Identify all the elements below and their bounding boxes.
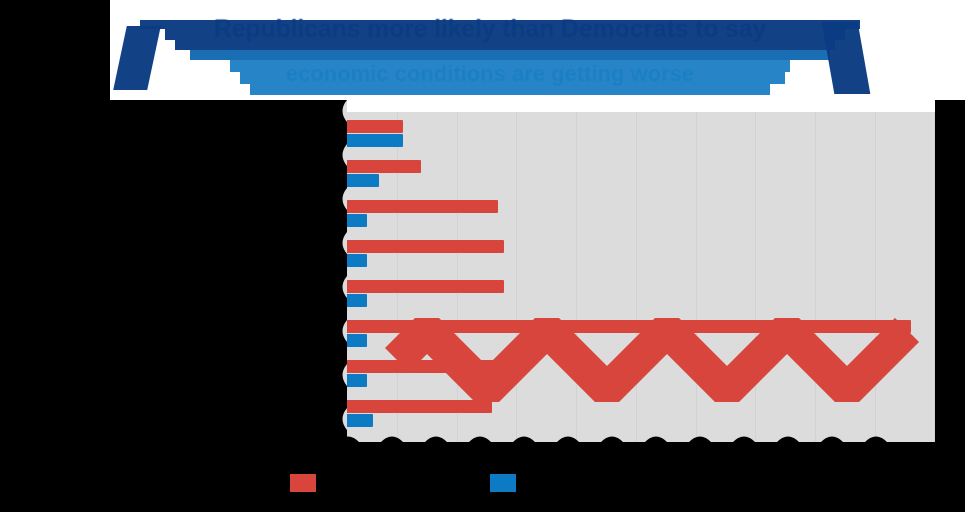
bar-red-3 — [337, 200, 499, 213]
bar-blue-5 — [337, 294, 367, 307]
gridline-70 — [755, 112, 756, 442]
gridline-50 — [636, 112, 637, 442]
plot-area — [337, 112, 935, 442]
legend-swatch-blue-icon — [490, 474, 516, 492]
bar-red-8 — [337, 400, 493, 413]
gridline-80 — [815, 112, 816, 442]
gridline-30 — [516, 112, 517, 442]
bar-blue-2 — [337, 174, 379, 187]
right-margin-redaction — [935, 100, 965, 442]
page-subtitle: economic conditions are getting worse — [285, 63, 695, 86]
chart-legend: Rep/Lean Rep Dem/Lean Dem — [290, 470, 690, 500]
chart-header: Republicans more likely than Democrats t… — [0, 0, 965, 100]
page-title: Republicans more likely than Democrats t… — [213, 18, 767, 43]
gridline-90 — [875, 112, 876, 442]
bar-blue-7 — [337, 374, 367, 387]
bar-blue-4 — [337, 254, 367, 267]
gridline-20 — [457, 112, 458, 442]
bar-blue-6 — [337, 334, 367, 347]
gridline-100 — [934, 112, 935, 442]
bar-blue-3 — [337, 214, 367, 227]
gridline-10 — [397, 112, 398, 442]
legend-label-republican: Rep/Lean Rep — [322, 474, 426, 492]
bar-red-4 — [337, 240, 505, 253]
bar-red-6 — [337, 320, 912, 333]
bar-red-7 — [337, 360, 499, 373]
header-left-redaction — [0, 0, 110, 100]
gridline-40 — [576, 112, 577, 442]
legend-swatch-red-icon — [290, 474, 316, 492]
gridline-60 — [696, 112, 697, 442]
bar-red-1 — [337, 120, 403, 133]
bar-red-2 — [337, 160, 421, 173]
bar-blue-8 — [337, 414, 373, 427]
bar-blue-1 — [337, 134, 403, 147]
y-axis-label-redaction — [0, 100, 337, 512]
bar-red-5 — [337, 280, 505, 293]
legend-label-democrat: Dem/Lean Dem — [522, 474, 632, 492]
